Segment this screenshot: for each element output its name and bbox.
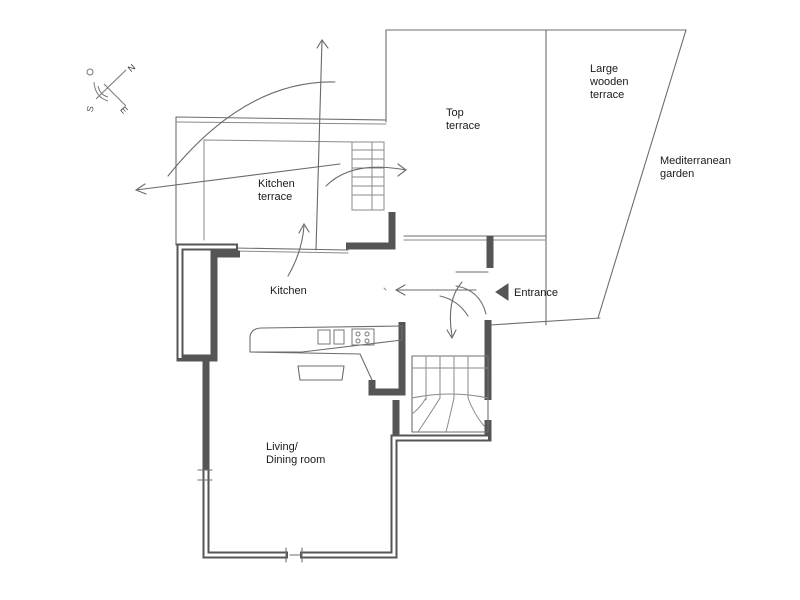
label-mediterranean-garden: Mediterranean garden <box>660 155 731 180</box>
terrace-steps <box>351 141 385 211</box>
kitchen-terrace-outline <box>175 116 387 254</box>
terrace-outlines <box>385 29 687 326</box>
label-living-dining-room: Living/ Dining room <box>266 441 326 466</box>
building-walls <box>176 212 494 559</box>
door-swings <box>197 271 489 563</box>
label-large-wooden-terrace: Large wooden terrace <box>590 63 629 101</box>
label-top-terrace: Top terrace <box>446 107 481 132</box>
compass-north-label: N <box>126 62 137 74</box>
label-entrance: Entrance <box>514 287 559 299</box>
kitchen-counter <box>249 325 403 381</box>
circulation-arrows <box>134 39 477 340</box>
compass-east-label: E <box>118 104 130 115</box>
compass-icon: N E S <box>85 62 138 115</box>
staircase <box>411 355 489 433</box>
svg-text:S: S <box>85 105 96 113</box>
label-kitchen-terrace: Kitchen terrace <box>258 178 295 203</box>
entrance-arrow-icon <box>495 283 509 301</box>
label-kitchen: Kitchen <box>270 285 307 297</box>
